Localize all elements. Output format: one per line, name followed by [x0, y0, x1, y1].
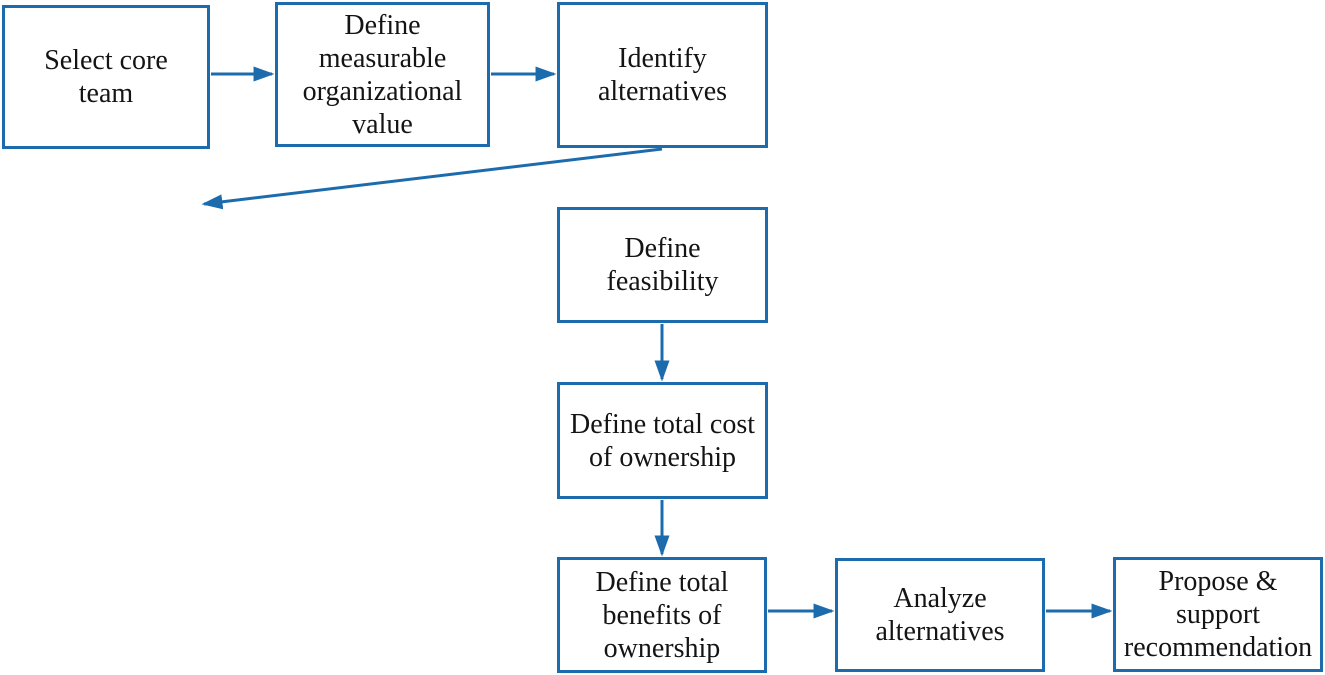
flow-node-propose-support: Propose & support recommendation: [1113, 557, 1323, 672]
flow-node-label: Select core team: [44, 45, 168, 109]
flow-node-label: Define measurable organizational value: [302, 9, 463, 140]
flow-node-select-core-team: Select core team: [2, 5, 210, 149]
flow-node-define-mov: Define measurable organizational value: [275, 2, 490, 147]
flow-node-label: Identify alternatives: [597, 43, 728, 107]
flow-node-identify-alternatives: Identify alternatives: [557, 2, 768, 148]
flow-node-define-total-cost: Define total cost of ownership: [557, 382, 768, 499]
flow-node-label: Propose & support recommendation: [1123, 566, 1313, 663]
flow-node-label: Analyze alternatives: [875, 583, 1005, 647]
flow-node-label: Define feasibility: [606, 233, 719, 297]
flow-node-analyze-alternatives: Analyze alternatives: [835, 558, 1045, 672]
arrow-identify-to-feasibility: [201, 147, 663, 210]
flow-node-label: Define total cost of ownership: [569, 408, 756, 473]
flow-node-define-total-benefits: Define total benefits of ownership: [557, 557, 767, 673]
flow-node-label: Define total benefits of ownership: [595, 566, 729, 664]
flow-node-define-feasibility: Define feasibility: [557, 207, 768, 323]
